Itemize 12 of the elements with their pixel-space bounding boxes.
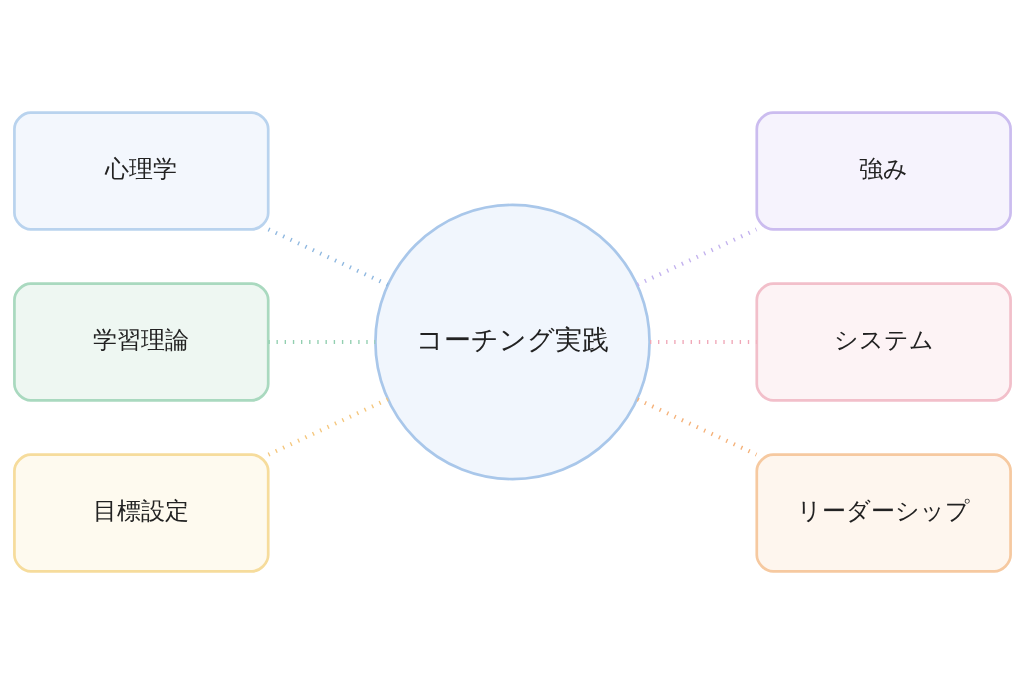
connector [267,227,389,287]
node-box: システム [754,281,1012,402]
connector [267,339,375,344]
node-box: 目標設定 [12,452,270,573]
node-circle: コーチング実践 [373,203,651,480]
node-box: 学習理論 [12,281,270,402]
node-box: 強み [754,110,1012,231]
connector [636,227,757,286]
connector [267,396,389,456]
node-box: 心理学 [12,110,270,231]
node-box: リーダーシップ [754,452,1012,573]
connector [636,397,757,456]
